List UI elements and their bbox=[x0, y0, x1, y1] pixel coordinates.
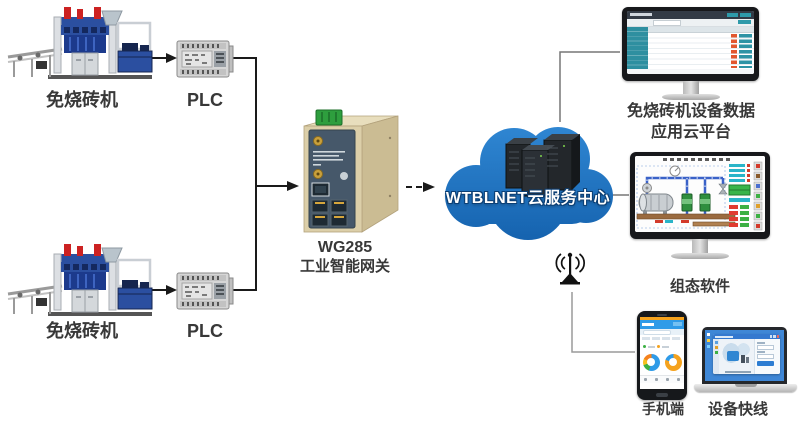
legend-dot-orange bbox=[657, 345, 660, 348]
login-window bbox=[713, 334, 780, 374]
server-icon bbox=[505, 134, 580, 197]
phone-searchbar bbox=[640, 329, 684, 335]
desktop-icons bbox=[707, 333, 710, 348]
laptop-screen bbox=[705, 330, 784, 381]
laptop-base bbox=[694, 384, 797, 392]
username-field bbox=[757, 344, 774, 350]
dashboard-title-chip bbox=[630, 13, 652, 16]
donut-chart-blue bbox=[642, 353, 660, 371]
gateway-illustration bbox=[303, 109, 399, 233]
dashboard-pagination bbox=[627, 69, 754, 74]
monitor-base bbox=[661, 94, 720, 100]
login-form bbox=[754, 339, 780, 374]
monitor-bezel bbox=[622, 7, 759, 81]
monitor-scada bbox=[630, 152, 770, 259]
gateway-device bbox=[300, 108, 404, 239]
close-icon bbox=[776, 335, 779, 338]
window-controls bbox=[769, 335, 779, 338]
phone-menu-chip bbox=[673, 322, 682, 326]
monitor-stand bbox=[692, 239, 708, 253]
phone-speaker bbox=[657, 314, 667, 316]
phone-stats-row bbox=[640, 335, 684, 344]
monitor-stand bbox=[682, 81, 699, 94]
dashboard-search-chip bbox=[653, 20, 681, 26]
antenna-icon bbox=[555, 252, 586, 285]
monitor-cloud-platform bbox=[622, 7, 759, 100]
dashboard-table bbox=[648, 27, 754, 70]
scada-label: 组态软件 bbox=[669, 278, 730, 295]
monitor-bezel bbox=[630, 152, 770, 239]
dashboard-action-buttons bbox=[739, 34, 752, 68]
smartphone bbox=[637, 311, 687, 400]
wireless-antenna bbox=[551, 247, 589, 294]
gateway-type: 工业智能网关 bbox=[299, 258, 390, 275]
brick-machine-illustration bbox=[7, 244, 153, 316]
plc-device-bottom bbox=[176, 269, 234, 318]
brick-machine-bottom bbox=[6, 242, 156, 329]
dashboard-table-header bbox=[648, 27, 754, 33]
cloud-icon bbox=[445, 127, 613, 240]
plc-bottom-label: PLC bbox=[187, 321, 223, 341]
mobile-label: 手机端 bbox=[642, 401, 684, 417]
plc-top-label: PLC bbox=[187, 90, 223, 110]
dashboard-header-button bbox=[740, 13, 751, 17]
phone-app-header bbox=[640, 320, 684, 329]
password-field bbox=[757, 353, 774, 359]
connector-plc-bus bbox=[233, 57, 257, 291]
machine-bottom-label: 免烧砖机 bbox=[46, 321, 118, 341]
phone-screen bbox=[640, 317, 684, 389]
scada-screen bbox=[635, 156, 765, 232]
dashboard-delete-buttons bbox=[731, 34, 737, 68]
login-button bbox=[757, 361, 774, 366]
plc-illustration bbox=[176, 40, 234, 78]
donut-chart-orange bbox=[664, 353, 682, 371]
dashboard-add-chip bbox=[738, 20, 751, 24]
connector-antenna-phone bbox=[571, 292, 635, 353]
plc-device-top bbox=[176, 37, 234, 86]
phone-bottom-nav bbox=[640, 375, 684, 383]
phone-home-button bbox=[656, 393, 668, 397]
brick-machine-illustration bbox=[7, 7, 153, 79]
gateway-model: WG285 bbox=[317, 239, 373, 256]
gateway-label: WG285 工业智能网关 bbox=[265, 238, 425, 277]
phone-app-title-chip bbox=[642, 323, 654, 326]
connector-cloud-monitor1 bbox=[559, 51, 620, 122]
cloud-service bbox=[436, 112, 618, 251]
dashboard-header-button bbox=[727, 13, 738, 17]
brick-machine-top bbox=[6, 5, 156, 92]
dashboard-sidebar bbox=[627, 27, 648, 70]
plc-illustration bbox=[176, 272, 234, 310]
arrowheads bbox=[166, 53, 435, 295]
scada-mimic-diagram bbox=[635, 156, 765, 232]
phone-statusbar bbox=[640, 317, 684, 320]
window-titlebar bbox=[713, 334, 780, 339]
legend-dot-green bbox=[643, 345, 646, 348]
phone-chart-legend bbox=[640, 344, 684, 349]
device-express-label: 设备快线 bbox=[707, 401, 768, 418]
monitor-base bbox=[671, 253, 729, 259]
machine-top-label: 免烧砖机 bbox=[46, 90, 118, 110]
dashboard-toolbar bbox=[627, 19, 754, 27]
dashboard-header bbox=[627, 11, 754, 19]
window-map-graphic bbox=[719, 339, 754, 374]
cloud-service-label: WTBLNET云服务中心 bbox=[445, 190, 611, 207]
dashboard-screen bbox=[627, 11, 754, 74]
cloud-platform-label: 免烧砖机设备数据 应用云平台 bbox=[626, 103, 755, 141]
phone-donut-charts bbox=[640, 349, 684, 375]
laptop bbox=[702, 327, 787, 384]
dashboard-body bbox=[627, 27, 754, 70]
window-icon-strip bbox=[713, 339, 719, 374]
